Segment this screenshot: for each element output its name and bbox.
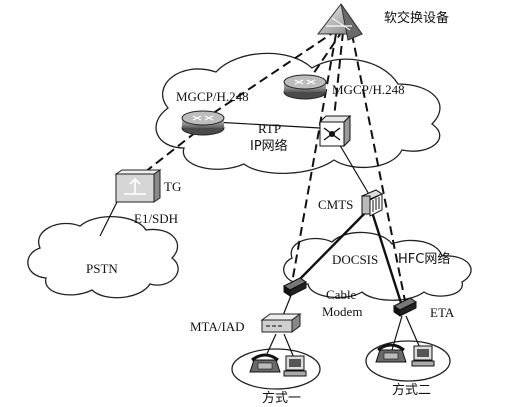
mta-iad-label: MTA/IAD <box>190 319 245 334</box>
link-iad-phone <box>265 333 277 357</box>
softswitch-pyramid-icon <box>316 3 363 41</box>
mode-one-label: 方式一 <box>262 391 302 406</box>
iad-box-icon <box>260 313 302 333</box>
docsis-label: DOCSIS <box>332 252 379 267</box>
link-cmts-modem <box>295 211 367 284</box>
cable-modem-icon <box>283 277 307 297</box>
hfc-network-cloud <box>283 231 472 301</box>
link-softswitch-router-left <box>202 29 338 121</box>
hfc-network-label: HFC网络 <box>398 252 451 267</box>
mgcp-right-label: MGCP/H.248 <box>332 82 405 97</box>
router-icon <box>283 74 327 100</box>
tg-label: TG <box>164 179 182 194</box>
link-router-tg <box>139 131 197 177</box>
computer-icon <box>411 345 435 367</box>
computer-icon <box>283 355 307 377</box>
router-icon <box>181 110 225 136</box>
ip-network-cloud <box>155 52 441 175</box>
atm-switch-icon <box>318 114 352 148</box>
mode-one-ellipse <box>231 348 321 390</box>
link-softswitch-switch <box>333 31 344 119</box>
link-router-switch <box>213 121 321 129</box>
link-switch-cmts <box>337 141 371 197</box>
telephone-icon <box>249 353 281 373</box>
cmts-chassis-icon <box>360 189 384 217</box>
softswitch-label: 软交换设备 <box>384 11 450 26</box>
physical-links <box>99 121 421 359</box>
cable-modem-label-line2: Modem <box>322 304 363 319</box>
mode-two-ellipse <box>365 340 451 382</box>
link-eta-computer <box>405 315 421 349</box>
telephone-icon <box>375 343 407 363</box>
eta-label: ETA <box>430 305 455 320</box>
link-softswitch-modem <box>291 33 337 284</box>
cable-modem-icon <box>393 297 417 317</box>
link-cmts-eta <box>370 211 404 307</box>
mode-two-label: 方式二 <box>392 383 432 398</box>
rtp-label: RTP <box>258 121 282 136</box>
e1-sdh-label: E1/SDH <box>134 211 179 226</box>
cmts-label: CMTS <box>318 197 354 212</box>
pstn-cloud <box>27 215 179 299</box>
link-iad-computer <box>283 333 295 359</box>
pstn-label: PSTN <box>86 261 118 276</box>
link-tg-pstn <box>99 199 119 237</box>
mgcp-left-label: MGCP/H.248 <box>176 89 249 104</box>
cable-modem-label-line1: Cable <box>326 287 357 302</box>
link-softswitch-eta <box>351 33 407 307</box>
ip-network-label: IP网络 <box>250 139 288 154</box>
trunk-gateway-icon <box>114 169 162 203</box>
